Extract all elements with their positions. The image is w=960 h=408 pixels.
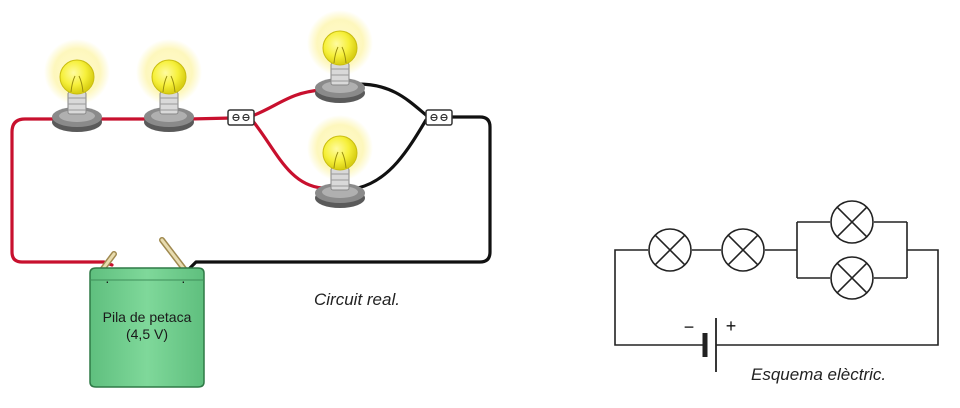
schematic-lamp-2 — [721, 228, 765, 272]
lamp-bulb — [151, 59, 187, 95]
red-wire-connector1-to-lamp3 — [250, 88, 324, 118]
schematic-wire-right — [716, 249, 939, 346]
lamp-bulb — [322, 135, 358, 171]
black-wire-connector2-to-battery — [188, 115, 492, 270]
black-wire-lamp4-to-connector2 — [356, 118, 428, 190]
battery-plus-mark: · — [105, 273, 110, 289]
black-wire-lamp3-to-connector2 — [356, 82, 428, 117]
schematic-lamp-3 — [830, 200, 874, 244]
battery-label-line1: Pila de petaca — [103, 309, 192, 325]
schematic-lamp-1 — [648, 228, 692, 272]
battery: · · Pila de petaca (4,5 V) — [89, 237, 205, 388]
connector-block-2 — [425, 109, 453, 126]
lamp-3 — [307, 10, 373, 103]
red-wire-lamp2-to-connector1 — [188, 116, 234, 121]
schematic-battery — [702, 318, 717, 372]
battery-label-line2: (4,5 V) — [126, 326, 168, 342]
real-circuit: · · Pila de petaca (4,5 V) — [10, 10, 492, 388]
schematic-lamp-4 — [830, 256, 874, 300]
caption-schematic: Esquema elèctric. — [751, 365, 887, 384]
lamp-bulb — [322, 30, 358, 66]
schematic-battery-negative-sign: − — [684, 317, 695, 337]
black-wires — [188, 82, 492, 270]
schematic-diagram — [614, 200, 939, 372]
caption-real-circuit: Circuit real. — [314, 290, 400, 309]
battery-minus-mark: · — [181, 273, 186, 289]
lamp-1 — [44, 39, 110, 132]
red-wires — [10, 88, 324, 267]
connector-block-1 — [227, 109, 255, 126]
lamp-2 — [136, 39, 202, 132]
schematic-wire-left — [614, 249, 703, 346]
lamp-4 — [307, 115, 373, 208]
lamp-bulb — [59, 59, 95, 95]
red-wire-battery-to-lamp1 — [10, 117, 114, 267]
red-wire-connector1-to-lamp4 — [250, 118, 324, 190]
schematic-battery-positive-sign: + — [726, 316, 737, 336]
